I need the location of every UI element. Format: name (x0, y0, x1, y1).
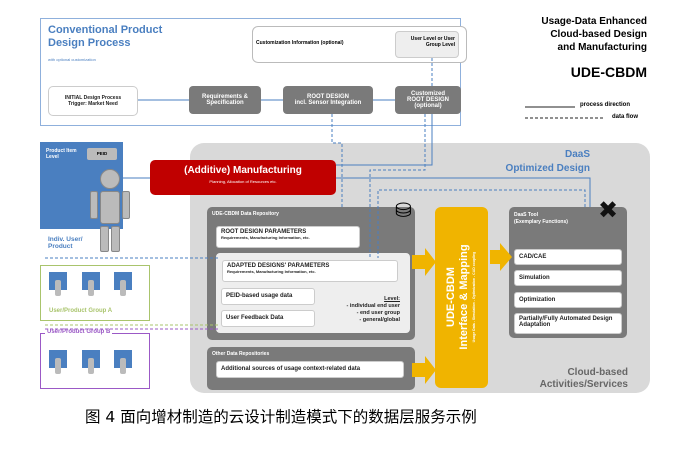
indiv-user-label: Indiv. User/ Product (48, 236, 83, 250)
text: (optional) (414, 103, 442, 109)
legend-process-label: process direction (580, 102, 631, 108)
product-item-label: Product Item Level (46, 148, 77, 160)
level-list: Level: - individual end user - end user … (320, 296, 400, 324)
user-feedback-data: User Feedback Data (221, 310, 315, 327)
manufacturing-subtitle: Planning, Allocation of Resources etc. (209, 179, 277, 184)
title-line: Conventional Product (48, 24, 163, 36)
text: (Exemplary Functions) (514, 219, 568, 225)
text: ROOT DESIGN PARAMETERS (221, 229, 307, 235)
tool-cad-cae[interactable]: CAD/CAE (514, 249, 622, 265)
group-b-label: User/Product Group B (45, 329, 113, 335)
text: Customized (410, 91, 445, 97)
conventional-subtitle: with optional customization (48, 57, 96, 62)
product-icon (114, 350, 132, 374)
tool-simulation[interactable]: Simulation (514, 270, 622, 286)
text: Activities/Services (539, 379, 628, 390)
level-item: - general/global (359, 317, 400, 323)
customization-info-label: Customization Information (optional) (256, 40, 344, 46)
user-level-box: User Level or User Group Level (395, 31, 459, 58)
legend-data-label: data flow (612, 114, 639, 120)
level-item: - end user group (356, 310, 400, 316)
other-title: Other Data Repositories (212, 351, 270, 357)
text: Optimized Design (505, 163, 590, 174)
peid-usage-data: PEID-based usage data (221, 288, 315, 305)
daas-label: DaaS Optimized Design (470, 148, 590, 176)
text: ROOT DESIGN (406, 97, 449, 103)
text: ADAPTED DESIGNS' PARAMETERS (227, 263, 330, 269)
text: DaaS Tool (514, 212, 539, 218)
database-sync-icon: ⛁ (395, 200, 412, 222)
product-icon (49, 272, 67, 296)
title-line: Design Process (48, 37, 131, 49)
text: Requirements, Manufacturing Information,… (227, 269, 316, 274)
tool-design-adaptation[interactable]: Partially/Fully Automated Design Adaptat… (514, 313, 622, 334)
conventional-process-panel (40, 18, 461, 126)
level-item: - individual end user (346, 303, 400, 309)
text: Requirements & Specification (201, 94, 248, 106)
level-title: Level: (384, 296, 400, 302)
product-icon (82, 272, 100, 296)
text: DaaS (564, 149, 590, 160)
additional-sources: Additional sources of usage context-rela… (216, 361, 404, 378)
group-b: User/Product Group B (40, 329, 150, 389)
text: and Manufacturing (557, 42, 647, 53)
text: Requirements, Manufacturing Information,… (221, 235, 310, 240)
text: Usage-Data Enhanced (541, 16, 647, 27)
manufacturing-title: (Additive) Manufacturing (184, 165, 302, 176)
text: Trigger: Market Need (68, 101, 118, 107)
group-a-label: User/Product Group A (47, 308, 115, 314)
product-icon (49, 350, 67, 374)
tool-optimization[interactable]: Optimization (514, 292, 622, 308)
figure-caption: 图 4 面向增材制造的云设计制造模式下的数据层服务示例 (85, 408, 477, 426)
tools-icon: ✖ (598, 197, 619, 224)
product-icon (82, 350, 100, 374)
requirements-box: Requirements & Specification (189, 86, 261, 114)
peid-tag: PEID (87, 148, 117, 160)
repository-title: UDE-CBDM Data Repository (212, 211, 279, 217)
text: ROOT DESIGN (306, 94, 349, 100)
user-figure-icon (90, 169, 130, 259)
interface-mapping (435, 207, 488, 388)
group-a: User/Product Group A (40, 265, 150, 321)
daas-tool-title: DaaS Tool(Exemplary Functions) (514, 212, 568, 226)
manufacturing-box: (Additive) Manufacturing Planning, Alloc… (150, 160, 336, 195)
header-acronym: UDE-CBDM (570, 64, 647, 80)
product-icon (114, 272, 132, 296)
text: incl. Sensor Integration (294, 100, 362, 106)
text: Cloud-based Design (550, 29, 647, 40)
text: Cloud-based (567, 367, 628, 378)
text: INITIAL Design Process (64, 95, 122, 101)
